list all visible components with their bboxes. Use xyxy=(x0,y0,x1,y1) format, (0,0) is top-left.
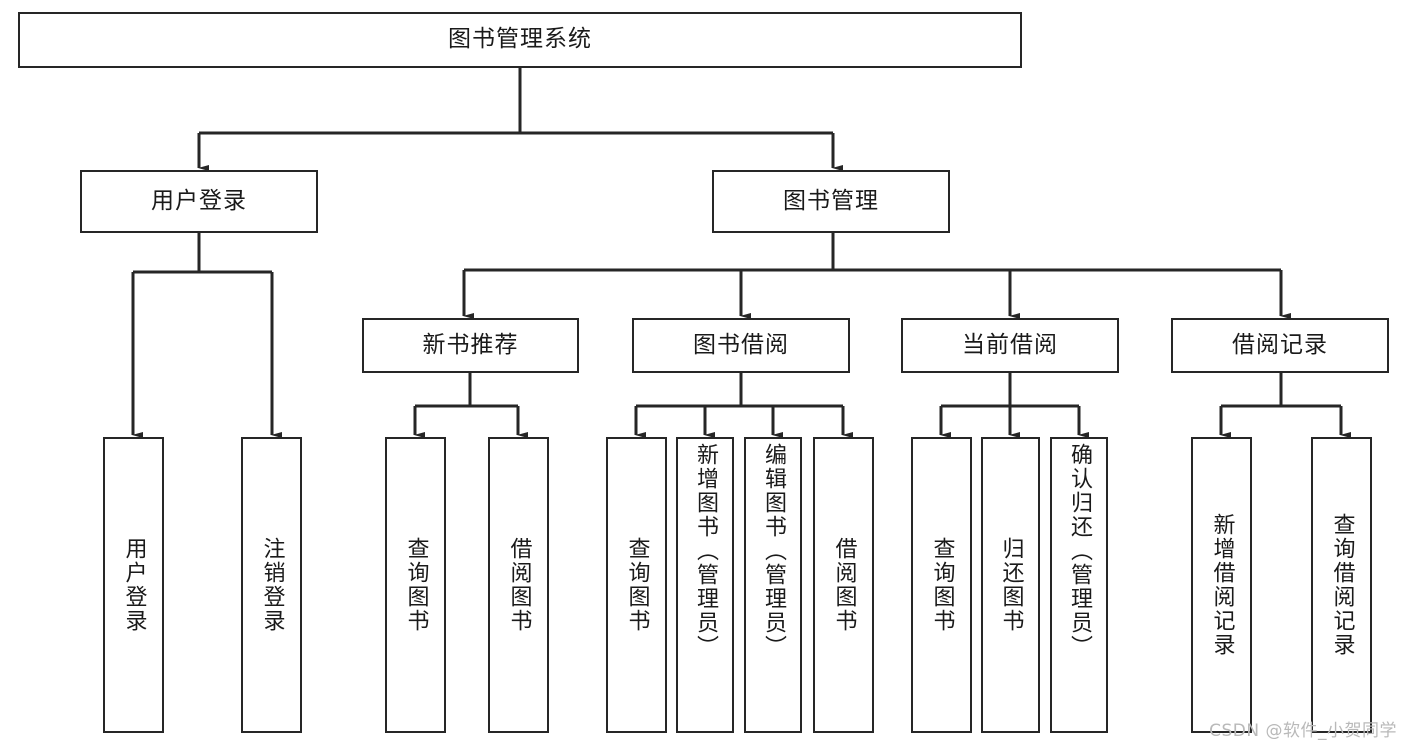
node-book-borrow[interactable]: 图书借阅 xyxy=(632,318,850,373)
leaf-borrow-book-2-label: 借阅图书 xyxy=(831,537,857,633)
node-root[interactable]: 图书管理系统 xyxy=(18,12,1022,68)
leaf-query-book-3-label: 查询图书 xyxy=(929,537,955,633)
leaf-borrow-book-1[interactable]: 借阅图书 xyxy=(488,437,549,733)
leaf-borrow-book-1-label: 借阅图书 xyxy=(506,537,532,633)
leaf-confirm-return[interactable]: 确认归还（管理员） xyxy=(1050,437,1108,733)
node-book-manage-label: 图书管理 xyxy=(783,187,879,214)
node-user-login[interactable]: 用户登录 xyxy=(80,170,318,233)
leaf-return-book[interactable]: 归还图书 xyxy=(981,437,1040,733)
leaf-edit-book[interactable]: 编辑图书（管理员） xyxy=(744,437,802,733)
node-root-label: 图书管理系统 xyxy=(448,26,592,53)
leaf-add-record[interactable]: 新增借阅记录 xyxy=(1191,437,1252,733)
leaf-logout[interactable]: 注销登录 xyxy=(241,437,302,733)
leaf-query-record[interactable]: 查询借阅记录 xyxy=(1311,437,1372,733)
leaf-logout-label: 注销登录 xyxy=(259,537,285,633)
node-new-book-recommend[interactable]: 新书推荐 xyxy=(362,318,579,373)
leaf-user-login-label: 用户登录 xyxy=(121,537,147,633)
node-borrow-record-label: 借阅记录 xyxy=(1232,331,1328,358)
node-user-login-label: 用户登录 xyxy=(151,187,247,214)
leaf-add-book-label: 新增图书（管理员） xyxy=(693,443,718,659)
node-new-book-recommend-label: 新书推荐 xyxy=(422,331,519,358)
leaf-borrow-book-2[interactable]: 借阅图书 xyxy=(813,437,874,733)
node-current-borrow[interactable]: 当前借阅 xyxy=(901,318,1119,373)
leaf-user-login[interactable]: 用户登录 xyxy=(103,437,164,733)
leaf-return-book-label: 归还图书 xyxy=(998,537,1024,633)
leaf-query-book-2[interactable]: 查询图书 xyxy=(606,437,667,733)
leaf-query-book-3[interactable]: 查询图书 xyxy=(911,437,972,733)
leaf-query-book-2-label: 查询图书 xyxy=(624,537,650,633)
leaf-add-book[interactable]: 新增图书（管理员） xyxy=(676,437,734,733)
node-book-borrow-label: 图书借阅 xyxy=(693,331,789,358)
leaf-edit-book-label: 编辑图书（管理员） xyxy=(761,443,786,659)
leaf-query-book-1[interactable]: 查询图书 xyxy=(385,437,446,733)
node-borrow-record[interactable]: 借阅记录 xyxy=(1171,318,1389,373)
leaf-query-record-label: 查询借阅记录 xyxy=(1329,513,1355,657)
leaf-confirm-return-label: 确认归还（管理员） xyxy=(1067,443,1092,659)
watermark-text: CSDN @软件_小贺同学 xyxy=(1209,721,1397,741)
leaf-query-book-1-label: 查询图书 xyxy=(403,537,429,633)
leaf-add-record-label: 新增借阅记录 xyxy=(1209,513,1235,657)
node-book-manage[interactable]: 图书管理 xyxy=(712,170,950,233)
node-current-borrow-label: 当前借阅 xyxy=(962,331,1058,358)
